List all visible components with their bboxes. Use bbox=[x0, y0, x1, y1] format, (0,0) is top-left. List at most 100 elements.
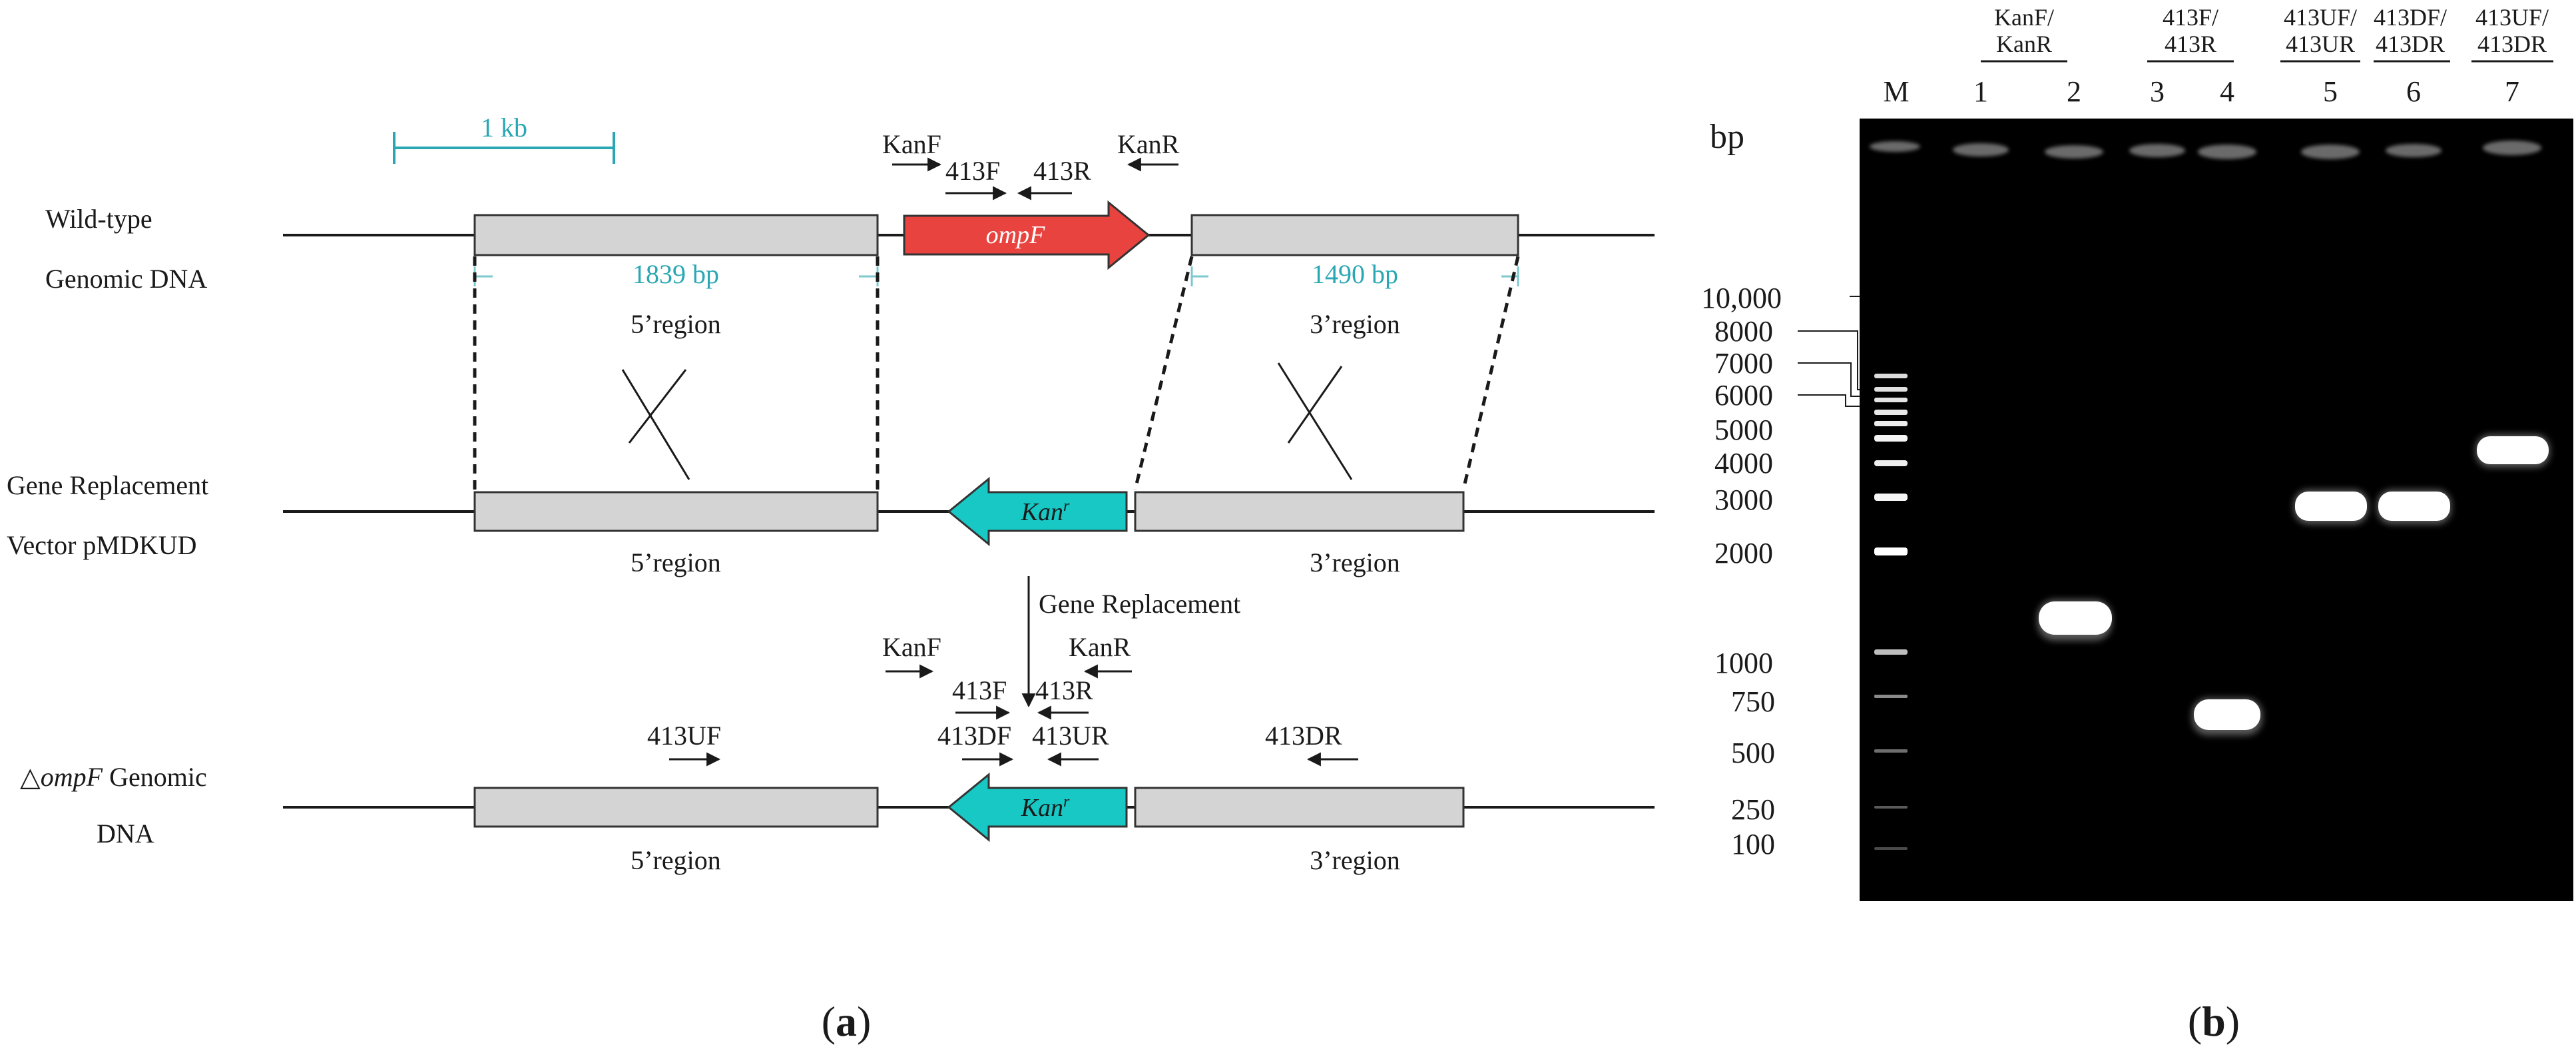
vec-5prime-box bbox=[473, 491, 879, 532]
primer-kanf-top: KanF bbox=[882, 129, 941, 159]
ladder-label-750: 750 bbox=[1731, 685, 1775, 718]
mut-3prime-box bbox=[1134, 787, 1465, 828]
lane-label-2: 2 bbox=[2067, 75, 2081, 108]
primer-413dr: 413DR bbox=[1265, 721, 1342, 751]
primer-413r-top: 413R bbox=[1033, 156, 1091, 186]
lane-label-marker: M bbox=[1883, 75, 1909, 108]
panel-b-label: (b) bbox=[2188, 998, 2240, 1045]
primer-413r-bottom: 413R bbox=[1035, 675, 1093, 705]
primer-413ur: 413UR bbox=[1032, 721, 1109, 751]
primer-413uf: 413UF bbox=[647, 721, 721, 751]
vec-5prime-label: 5’region bbox=[631, 547, 721, 577]
ladder-band bbox=[1874, 460, 1908, 466]
gel-wells bbox=[1870, 141, 2541, 159]
panel-a-label: (a) bbox=[822, 998, 872, 1045]
kan-gene-label-vector: Kanr bbox=[1021, 498, 1070, 526]
lane-label-4: 4 bbox=[2220, 75, 2234, 108]
kan-gene-arrow-mutant bbox=[947, 772, 1128, 843]
ladder-band bbox=[1874, 494, 1908, 501]
vec-label-2: Vector pMDKUD bbox=[7, 530, 197, 560]
ladder-band bbox=[1874, 847, 1908, 850]
kan-gene-arrow-vector bbox=[947, 476, 1128, 547]
gel-image bbox=[1860, 119, 2573, 901]
ladder-label-1000: 1000 bbox=[1714, 647, 1773, 679]
wt-label-2: Genomic DNA bbox=[45, 264, 207, 294]
wt-5prime-box bbox=[473, 214, 879, 256]
wt-3prime-box bbox=[1190, 214, 1519, 256]
mut-3prime-label: 3’region bbox=[1310, 845, 1400, 875]
mut-5prime-label: 5’region bbox=[631, 845, 721, 875]
ladder-band bbox=[1874, 547, 1908, 555]
primer-kanr-top: KanR bbox=[1117, 129, 1180, 159]
ladder-label-10000: 10,000 bbox=[1701, 282, 1782, 314]
3prime-size-label: 1490 bp bbox=[1312, 259, 1398, 289]
ladder-band bbox=[1874, 749, 1908, 753]
ladder-label-5000: 5000 bbox=[1714, 414, 1773, 446]
group-5-bottom: 413DR bbox=[2477, 31, 2547, 57]
ladder-band bbox=[1874, 435, 1908, 442]
ladder-label-250: 250 bbox=[1731, 793, 1775, 826]
5prime-size-label: 1839 bp bbox=[633, 259, 719, 289]
ladder-label-2000: 2000 bbox=[1714, 537, 1773, 569]
mut-label-1: △ompF Genomic bbox=[20, 762, 207, 792]
wt-primers bbox=[892, 157, 1178, 200]
group-3-bottom: 413UR bbox=[2286, 31, 2355, 57]
lane-2-band bbox=[2039, 601, 2112, 635]
kan-gene-label-mutant: Kanr bbox=[1021, 793, 1070, 822]
ladder-label-7000: 7000 bbox=[1714, 347, 1773, 380]
panel-b: KanF/ KanR 413F/ 413R 413UF/ 413UR 413DF… bbox=[1701, 4, 2573, 1045]
crossover-marks bbox=[621, 362, 1353, 480]
group-3-top: 413UF/ bbox=[2284, 4, 2357, 31]
wt-label-1: Wild-type bbox=[45, 204, 152, 234]
primer-kanf-bottom: KanF bbox=[882, 632, 941, 662]
ladder-label-6000: 6000 bbox=[1714, 379, 1773, 412]
ompf-gene-label: ompF bbox=[986, 221, 1045, 249]
group-2-bottom: 413R bbox=[2165, 31, 2216, 57]
vec-3prime-box bbox=[1134, 491, 1465, 532]
wt-5prime-label: 5’region bbox=[631, 309, 721, 339]
gene-replacement-label: Gene Replacement bbox=[1039, 589, 1240, 619]
ladder-band bbox=[1874, 387, 1908, 392]
vec-3prime-label: 3’region bbox=[1310, 547, 1400, 577]
ladder-band bbox=[1874, 695, 1908, 698]
group-1-top: KanF/ bbox=[1994, 4, 2054, 31]
wt-3prime-label: 3’region bbox=[1310, 309, 1400, 339]
lane-label-3: 3 bbox=[2150, 75, 2165, 108]
group-1-bottom: KanR bbox=[1996, 31, 2052, 57]
ladder-band bbox=[1874, 410, 1908, 415]
group-2-top: 413F/ bbox=[2163, 4, 2218, 31]
ladder-band bbox=[1874, 398, 1908, 402]
primer-413f-top: 413F bbox=[945, 156, 1000, 186]
recombination-lines bbox=[473, 256, 1520, 490]
mut-label-2: DNA bbox=[97, 819, 154, 849]
ladder-label-8000: 8000 bbox=[1714, 315, 1773, 348]
vec-label-1: Gene Replacement bbox=[7, 470, 208, 500]
group-5-top: 413UF/ bbox=[2475, 4, 2549, 31]
ladder-band bbox=[1874, 374, 1908, 378]
lane-7-band bbox=[2477, 436, 2549, 464]
ladder-label-4000: 4000 bbox=[1714, 447, 1773, 480]
group-4-top: 413DF/ bbox=[2374, 4, 2447, 31]
lane-4-band bbox=[2194, 699, 2260, 730]
ladder-label-3000: 3000 bbox=[1714, 484, 1773, 516]
primer-413f-bottom: 413F bbox=[952, 675, 1007, 705]
lane-label-6: 6 bbox=[2406, 75, 2421, 108]
ompf-gene-arrow bbox=[903, 200, 1151, 270]
ladder-label-500: 500 bbox=[1731, 737, 1775, 769]
scale-bar-label: 1 kb bbox=[481, 113, 527, 143]
lane-label-5: 5 bbox=[2323, 75, 2338, 108]
lane-label-7: 7 bbox=[2505, 75, 2519, 108]
scale-bar bbox=[393, 132, 615, 164]
ladder-band bbox=[1874, 649, 1908, 655]
bp-unit-label: bp bbox=[1710, 118, 1744, 156]
ladder-bands bbox=[1874, 374, 1908, 850]
lane-6-band bbox=[2378, 492, 2450, 521]
group-4-bottom: 413DR bbox=[2376, 31, 2445, 57]
panel-a: 1 kb KanF 413F 413R KanR Wild-type Genom… bbox=[7, 113, 1655, 1045]
lane-label-1: 1 bbox=[1973, 75, 1988, 108]
ladder-label-100: 100 bbox=[1731, 828, 1775, 861]
primer-kanr-bottom: KanR bbox=[1069, 632, 1131, 662]
mut-5prime-box bbox=[473, 787, 879, 828]
lane-5-band bbox=[2295, 492, 2367, 521]
